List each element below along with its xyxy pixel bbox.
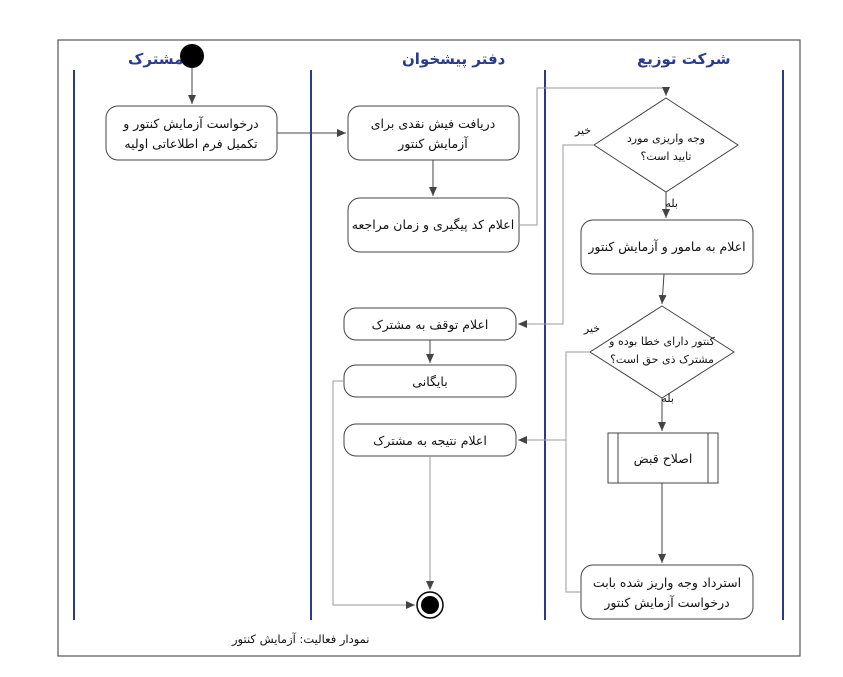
meter-decision-line1: کنتور دارای خطا بوده و xyxy=(608,335,715,348)
payment-decision-line1: وجه واریزی مورد xyxy=(627,132,705,145)
lane-title-office: دفتر پیشخوان xyxy=(402,50,506,69)
stop-notice-activity-label: اعلام توقف به مشترک xyxy=(372,317,489,333)
start-node xyxy=(180,44,204,68)
diagram-caption: نمودار فعالیت: آزمایش کنتور xyxy=(231,632,370,647)
tracking-activity-label: اعلام کد پیگیری و زمان مراجعه xyxy=(352,217,514,233)
meter-no-label: خیر xyxy=(583,322,600,335)
flow-archive-end xyxy=(332,380,415,609)
meter-yes-label: بله xyxy=(661,392,674,405)
payment-yes-label: بله xyxy=(665,197,678,210)
request-activity-line1: درخواست آزمایش کنتور و xyxy=(122,116,258,132)
refund-activity xyxy=(580,564,754,620)
lane-title-customer: مشترک xyxy=(128,50,183,68)
result-notice-activity-label: اعلام نتیجه به مشترک xyxy=(373,433,487,449)
flow-notify-decision2 xyxy=(658,273,667,305)
refund-activity-line2: درخواست آزمایش کنتور xyxy=(603,595,729,611)
diagram-frame xyxy=(57,39,801,657)
notify-test-activity-label: اعلام به مامور و آزمایش کنتور xyxy=(587,239,745,255)
bill-fix-activity-label: اصلاح قبض xyxy=(634,451,693,467)
lane-title-company: شرکت توزیع xyxy=(637,50,730,68)
receipt-activity-line2: آزمایش کنتور xyxy=(397,136,468,152)
receipt-activity-line1: دریافت فیش نقدی برای xyxy=(371,116,496,132)
flow-refund-merge xyxy=(565,440,581,593)
notify-test-activity xyxy=(580,219,754,275)
payment-approved-decision xyxy=(593,97,739,193)
payment-decision-line2: تایید است؟ xyxy=(641,150,692,163)
meter-decision-line2: مشترک ذی حق است؟ xyxy=(610,353,714,367)
flow-tracking-decision1 xyxy=(519,87,670,226)
flow-decision2-no xyxy=(518,351,590,444)
flow-decision1-no xyxy=(518,144,594,328)
request-activity-line2: تکمیل فرم اطلاعاتی اولیه xyxy=(124,136,258,152)
payment-no-label: خیر xyxy=(574,124,591,137)
bill-fix-activity xyxy=(607,432,719,484)
request-activity xyxy=(105,105,278,161)
meter-fault-decision xyxy=(589,305,735,399)
end-node-inner xyxy=(421,596,439,614)
archive-activity-label: بایگانی xyxy=(412,374,447,389)
receipt-activity xyxy=(347,105,520,161)
refund-activity-line1: استرداد وجه واریز شده بابت xyxy=(593,575,741,591)
